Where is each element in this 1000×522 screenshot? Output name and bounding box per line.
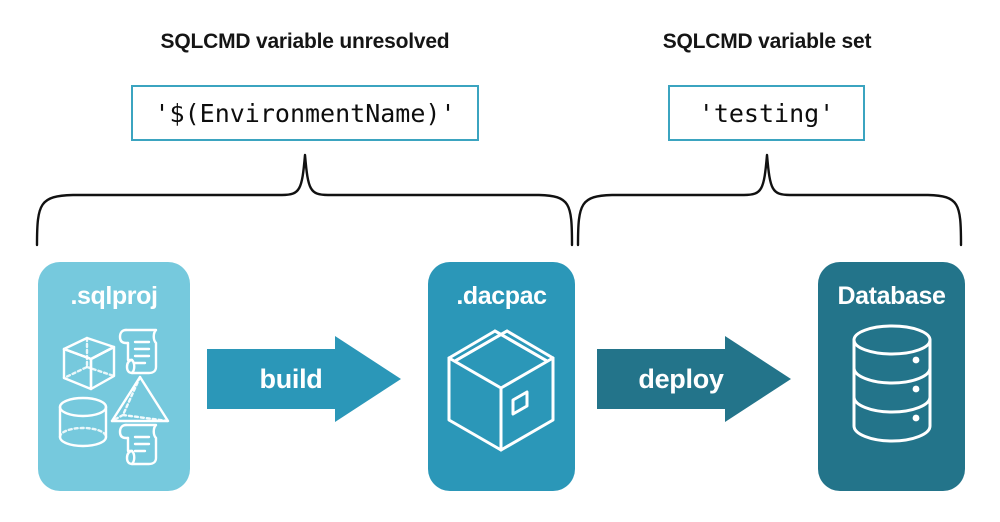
cube-icon [62,336,116,391]
scroll-icon [118,328,158,375]
node-database: Database [818,262,965,491]
code-box-set-value: 'testing' [668,85,865,141]
database-cylinder-icon [852,324,931,443]
node-sqlproj: .sqlproj [38,262,190,491]
package-box-icon [447,329,555,452]
brace-right [576,153,963,247]
arrow-deploy: deploy [595,333,795,425]
node-sqlproj-label: .sqlproj [70,282,158,310]
cylinder-icon [58,396,108,448]
pyramid-icon [110,375,170,423]
arrow-deploy-shape [597,336,791,422]
node-database-artwork [818,320,965,450]
section-heading-set: SQLCMD variable set [662,30,872,53]
scroll-icon [118,423,158,466]
node-dacpac-label: .dacpac [456,282,547,310]
node-sqlproj-artwork [38,320,190,470]
section-heading-unresolved: SQLCMD variable unresolved [160,30,450,53]
brace-left [35,153,574,247]
node-dacpac: .dacpac [428,262,575,491]
code-box-unresolved-value: '$(EnvironmentName)' [131,85,479,141]
arrow-build-shape [207,336,401,422]
node-dacpac-artwork [428,320,575,460]
node-database-label: Database [837,282,946,310]
arrow-build: build [205,333,405,425]
